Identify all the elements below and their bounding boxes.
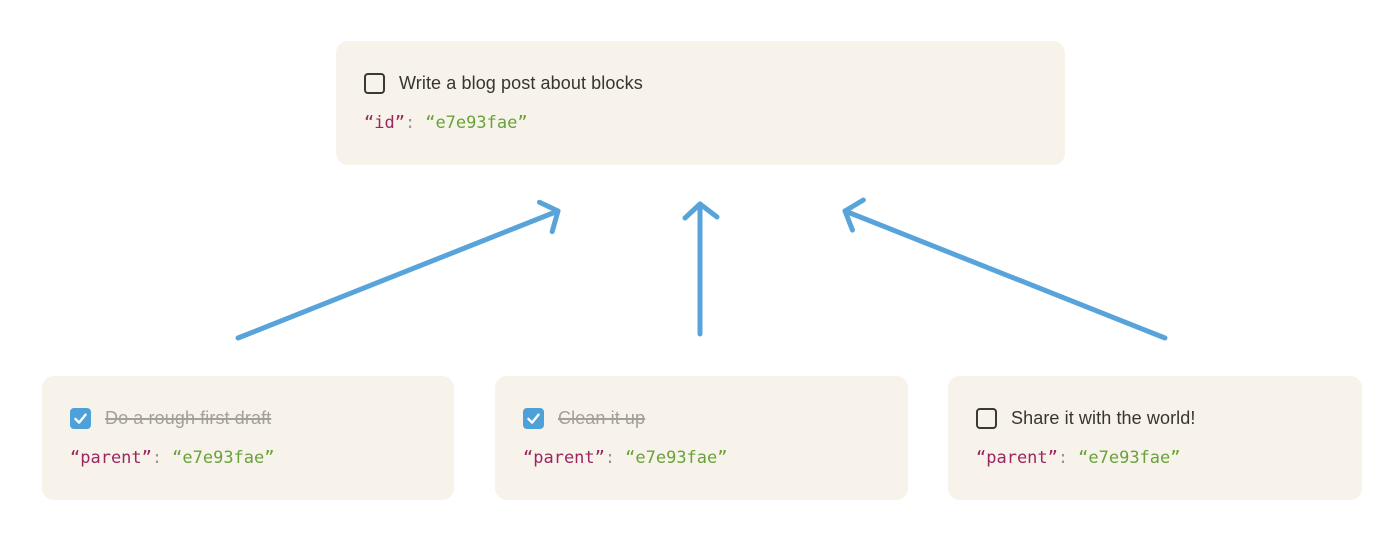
task-row: Do a rough first draft — [70, 407, 426, 431]
code-row: “parent”: “e7e93fae” — [976, 446, 1334, 470]
code-colon: : — [151, 447, 163, 468]
code-value: “e7e93fae” — [172, 447, 275, 468]
checkbox[interactable] — [70, 408, 91, 429]
code-colon: : — [404, 112, 416, 133]
code-key: “id” — [364, 112, 405, 133]
child-task-card: Clean it up “parent”: “e7e93fae” — [495, 376, 908, 500]
code-key: “parent” — [976, 447, 1058, 468]
code-value: “e7e93fae” — [425, 112, 528, 133]
child-task-card: Share it with the world! “parent”: “e7e93… — [948, 376, 1362, 500]
code-value: “e7e93fae” — [625, 447, 728, 468]
checkbox[interactable] — [523, 408, 544, 429]
checkbox[interactable] — [976, 408, 997, 429]
code-key: “parent” — [523, 447, 605, 468]
code-row: “id”: “e7e93fae” — [364, 111, 1037, 135]
task-row: Clean it up — [523, 407, 880, 431]
code-value: “e7e93fae” — [1078, 447, 1181, 468]
code-key: “parent” — [70, 447, 152, 468]
task-title: Write a blog post about blocks — [399, 73, 643, 93]
checkmark-icon — [74, 413, 87, 424]
code-row: “parent”: “e7e93fae” — [70, 446, 426, 470]
task-row: Share it with the world! — [976, 407, 1334, 431]
task-row: Write a blog post about blocks — [364, 72, 1037, 96]
arrow-right — [842, 197, 1168, 341]
task-title: Clean it up — [558, 408, 646, 428]
task-title: Share it with the world! — [1011, 408, 1196, 428]
parent-task-card: Write a blog post about blocks “id”: “e7e… — [336, 41, 1065, 165]
arrow-left — [235, 199, 561, 341]
code-colon: : — [604, 447, 616, 468]
checkmark-icon — [527, 413, 540, 424]
code-row: “parent”: “e7e93fae” — [523, 446, 880, 470]
code-colon: : — [1057, 447, 1069, 468]
checkbox[interactable] — [364, 73, 385, 94]
task-title: Do a rough first draft — [105, 408, 272, 428]
child-task-card: Do a rough first draft “parent”: “e7e93fa… — [42, 376, 454, 500]
